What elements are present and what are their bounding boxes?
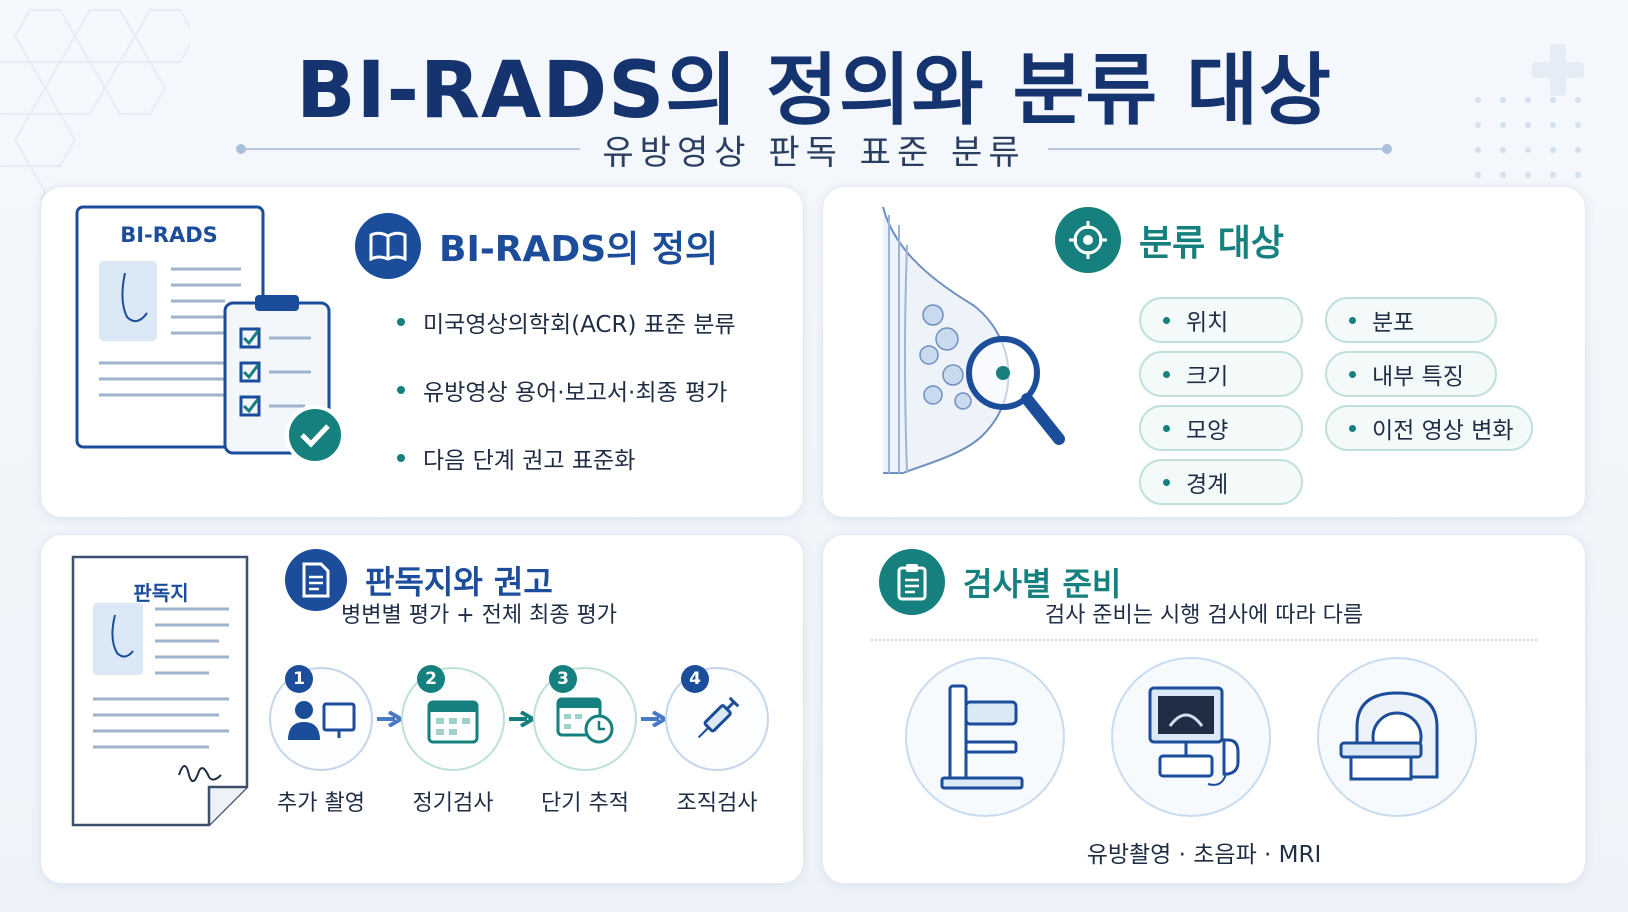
exam-types-caption: 유방촬영 · 초음파 · MRI [1086,842,1322,868]
step-circle: 1 [269,665,373,771]
prep-subtitle: 검사 준비는 시행 검사에 따라 다름 [1044,603,1364,628]
definition-list: 미국영상의학회(ACR) 표준 분류 유방영상 용어·보고서·최종 평가 다음 … [397,305,736,509]
report-card: 판독지 판독지와 권고 병변별 평가 + 전체 최종 평가 1 추가 촬영 2 … [40,534,804,884]
book-icon [355,213,421,279]
arrow-right-icon [377,711,403,727]
syringe-icon [697,696,740,739]
ultrasound-machine-icon [1111,657,1271,817]
document-icon [285,549,347,611]
step-label: 추가 촬영 [277,791,365,816]
divider-left [235,144,581,154]
subtitle-row: 유방영상 판독 표준 분류 [235,127,1393,173]
mri-machine-icon [1317,657,1477,817]
step-number: 4 [681,665,709,693]
list-item: 미국영상의학회(ACR) 표준 분류 [397,305,736,339]
step-label: 조직검사 [676,791,758,816]
report-checklist-illustration [75,205,345,465]
clipboard-icon [879,549,945,615]
pill-distribution: 분포 [1325,297,1497,343]
step-circle: 2 [401,665,505,771]
step-label: 정기검사 [412,791,494,816]
prep-header: 검사별 준비 [879,549,1121,615]
doc-label: BI-RADS [120,223,218,247]
target-icon [1055,207,1121,273]
prep-title: 검사별 준비 [963,565,1122,603]
mammography-machine-icon [905,657,1065,817]
report-header: 판독지와 권고 [285,549,553,611]
page-title: BI-RADS의 정의와 분류 대상 [296,46,1332,136]
list-item: 다음 단계 권고 표준화 [397,441,736,475]
step-number: 2 [417,665,445,693]
page-subtitle: 유방영상 판독 표준 분류 [602,132,1026,173]
definition-title: BI-RADS의 정의 [439,229,719,270]
person-monitor-icon [288,701,356,740]
arrow-right-icon [641,711,667,727]
pill-prior-change: 이전 영상 변화 [1325,405,1533,451]
breast-magnifier-illustration [882,206,1065,474]
report-subtitle: 병변별 평가 + 전체 최종 평가 [341,603,618,628]
targets-title: 분류 대상 [1139,223,1285,264]
step-routine-exam: 2 정기검사 [401,665,505,817]
plus-decoration [1532,44,1584,96]
report-document-illustration [71,555,249,827]
pill-location: 위치 [1139,297,1303,343]
calendar-icon [427,700,479,744]
step-extra-imaging: 1 추가 촬영 [269,665,373,817]
pill-margin: 경계 [1139,459,1303,505]
pill-shape: 모양 [1139,405,1303,451]
definition-card: BI-RADS BI-RADS의 정의 미국영상의학회(ACR) 표준 분류 유… [40,186,804,518]
targets-card: 분류 대상 위치 분포 크기 내부 특징 모양 이전 영상 변화 경계 [822,186,1586,518]
step-short-term-followup: 3 단기 추적 [533,665,637,817]
step-number: 3 [549,665,577,693]
prep-card: 검사별 준비 검사 준비는 시행 검사에 따라 다름 유방촬영 · 초음파 · … [822,534,1586,884]
step-circle: 3 [533,665,637,771]
dot-grid-decoration [1475,97,1581,178]
pill-internal-features: 내부 특징 [1325,351,1497,397]
report-title: 판독지와 권고 [365,563,553,601]
divider-right [1047,144,1393,154]
step-biopsy: 4 조직검사 [665,665,769,817]
hexagon-pattern-decoration [0,9,190,200]
targets-header: 분류 대상 [1055,207,1284,273]
step-label: 단기 추적 [541,791,629,816]
doc-label: 판독지 [133,581,189,605]
list-item: 유방영상 용어·보고서·최종 평가 [397,373,736,407]
step-number: 1 [285,665,313,693]
step-circle: 4 [665,665,769,771]
calendar-clock-icon [556,697,614,744]
pill-size: 크기 [1139,351,1303,397]
definition-header: BI-RADS의 정의 [355,213,718,279]
target-pill-list: 위치 분포 크기 내부 특징 모양 이전 영상 변화 경계 [1139,297,1559,507]
divider [871,639,1537,641]
arrow-right-icon [509,711,535,727]
